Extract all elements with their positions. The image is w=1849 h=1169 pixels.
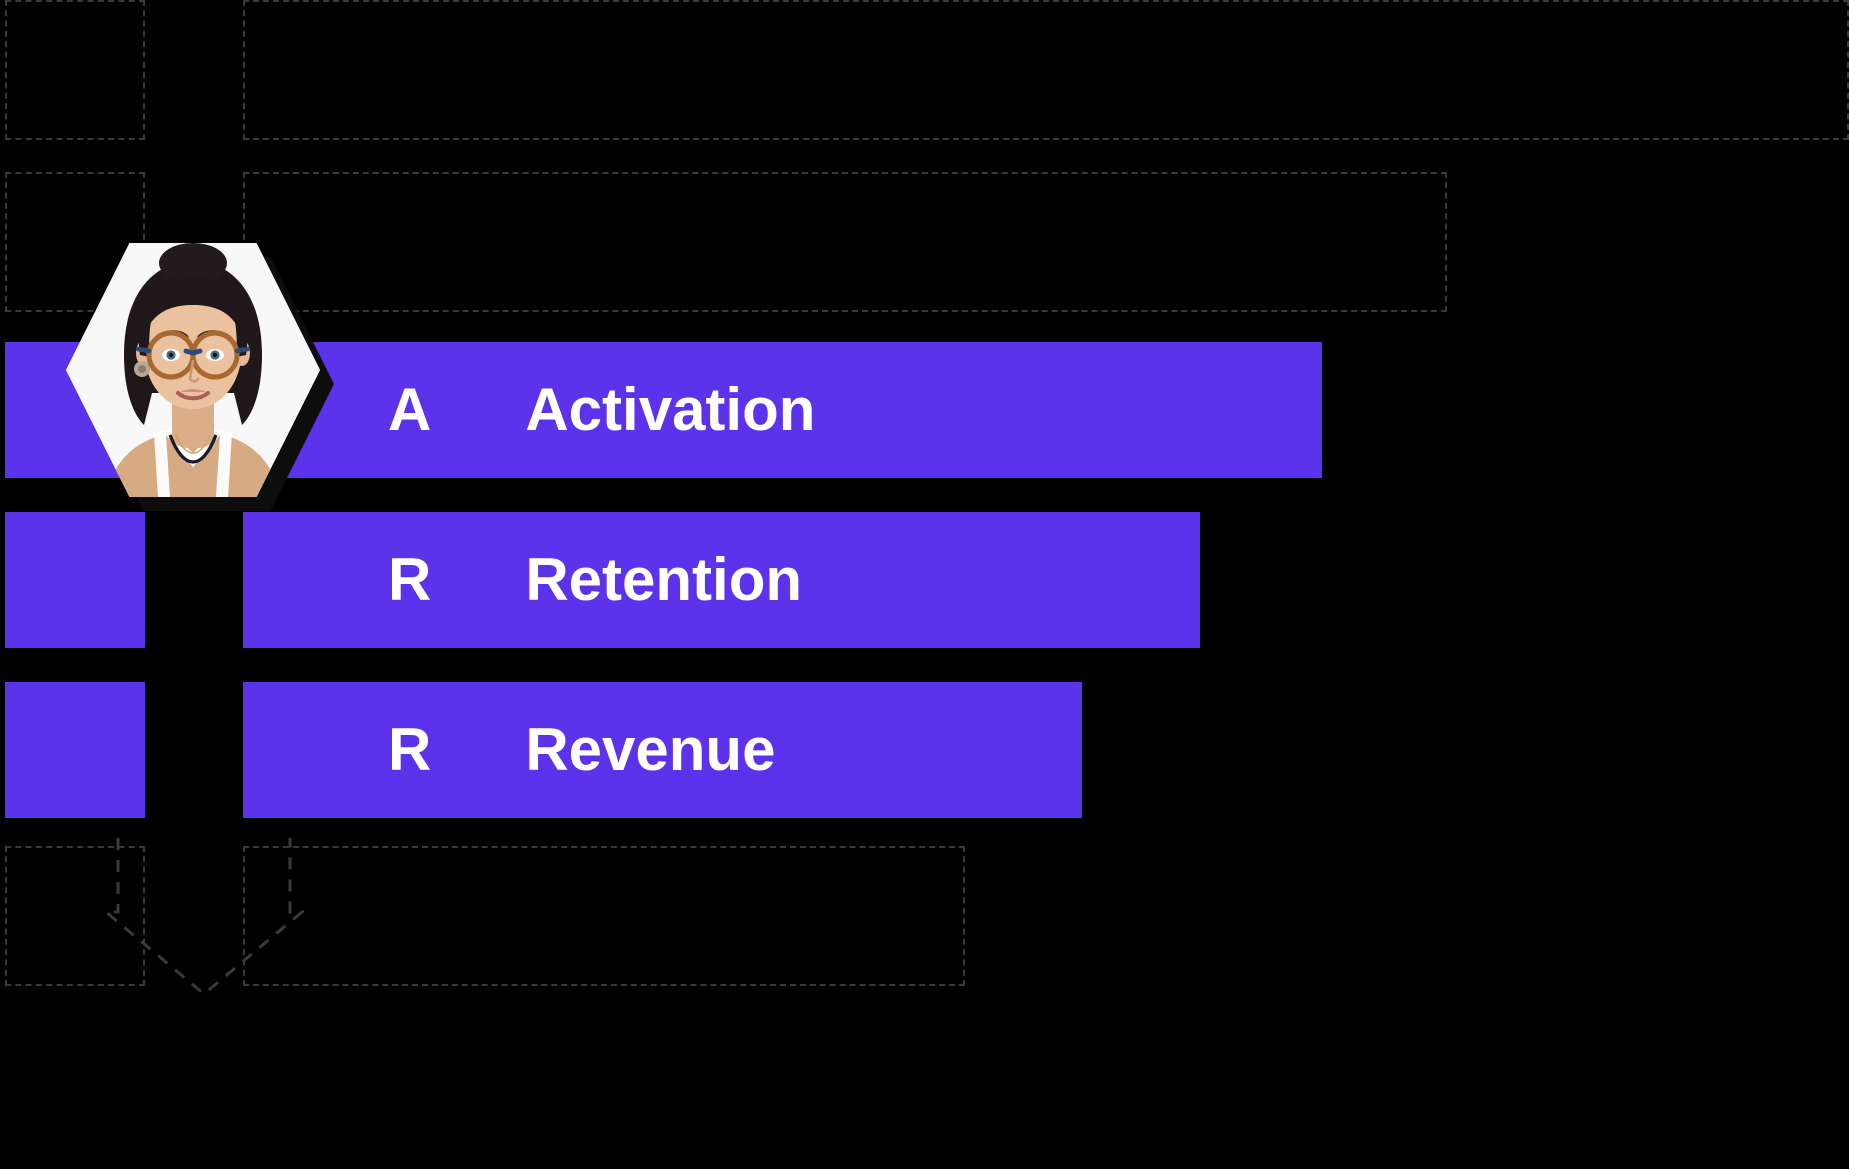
accent-block-revenue xyxy=(5,682,145,818)
funnel-row-activation-letter: A xyxy=(388,376,432,443)
guide-box-bottom-right xyxy=(243,846,965,986)
funnel-row-retention-letter: R xyxy=(388,546,432,613)
arrow-down-icon xyxy=(104,838,304,996)
funnel-row-revenue[interactable]: R Revenue xyxy=(243,682,1082,818)
funnel-row-activation-label: Activation xyxy=(525,376,816,443)
avatar-photo xyxy=(66,243,320,497)
guide-box-top-left xyxy=(5,0,145,140)
guide-box-bottom-left xyxy=(5,846,145,986)
funnel-row-revenue-letter: R xyxy=(388,716,432,783)
accent-block-retention xyxy=(5,512,145,648)
funnel-row-retention[interactable]: R Retention xyxy=(243,512,1200,648)
funnel-row-retention-label: Retention xyxy=(525,546,802,613)
headshot-illustration xyxy=(66,243,320,497)
funnel-row-revenue-label: Revenue xyxy=(525,716,776,783)
guide-box-top-right xyxy=(243,0,1849,140)
avatar xyxy=(66,243,334,511)
guide-box-mid-right xyxy=(243,172,1447,312)
